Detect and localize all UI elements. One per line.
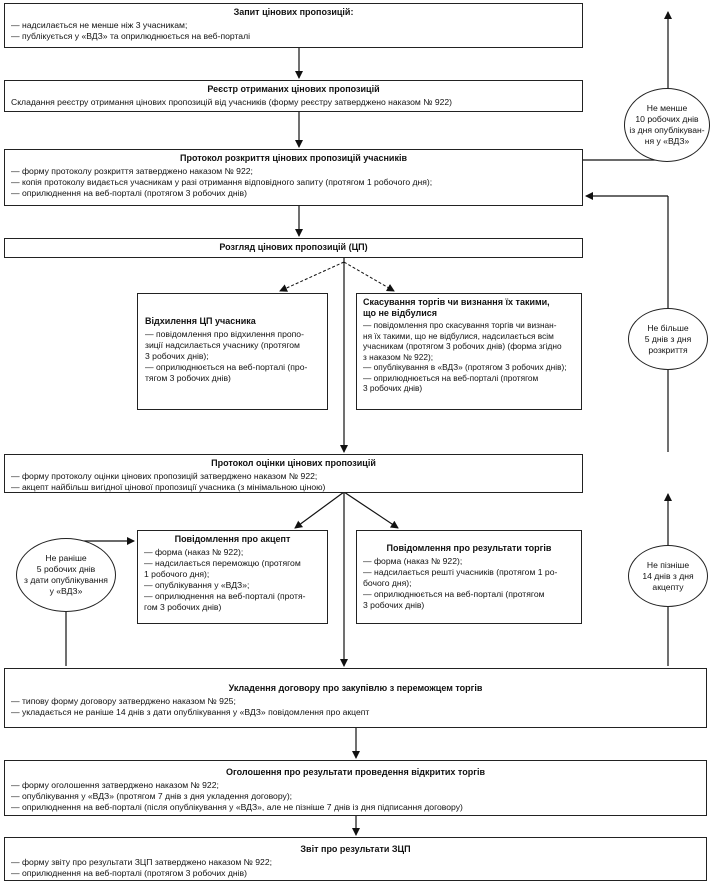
not-earlier-5-days-circle: Не раніше 5 робочих днів з дати опубліку… bbox=[16, 538, 116, 612]
request-line-2: — публікується у «ВДЗ» та оприлюднюється… bbox=[11, 31, 251, 41]
cancellation-title-1: Скасування торгів чи визнання їх такими, bbox=[363, 297, 550, 307]
results-line-4: — оприлюднюється на веб-порталі (протяго… bbox=[363, 589, 545, 599]
acceptance-line-1: — форма (наказ № 922); bbox=[144, 547, 244, 557]
request-line-1: — надсилається не менше ніж 3 учасникам; bbox=[11, 20, 188, 30]
report-line-1: — форму звіту про результати ЗЦП затверд… bbox=[11, 857, 273, 867]
review-title: Розгляд цінових пропозицій (ЦП) bbox=[219, 242, 368, 252]
register-title: Реєстр отриманих цінових пропозицій bbox=[207, 84, 380, 94]
report-box: Звіт про результати ЗЦП — форму звіту пр… bbox=[4, 837, 707, 881]
cancellation-line-6: — оприлюднюється на веб-порталі (протяго… bbox=[363, 372, 539, 383]
evaluation-title: Протокол оцінки цінових пропозицій bbox=[211, 458, 376, 468]
rejection-line-3: 3 робочих днів); bbox=[145, 351, 209, 361]
contract-box: Укладення договору про закупівлю з перем… bbox=[4, 668, 707, 728]
evaluation-protocol-box: Протокол оцінки цінових пропозицій — фор… bbox=[4, 454, 583, 493]
announcement-title: Оголошення про результати проведення від… bbox=[225, 767, 485, 777]
circle2-line-1: Не більше bbox=[647, 322, 689, 333]
acceptance-line-4: — опублікування у «ВДЗ»; bbox=[144, 580, 250, 590]
results-line-1: — форма (наказ № 922); bbox=[363, 556, 463, 566]
announcement-line-1: — форму оголошення затверджено наказом №… bbox=[11, 780, 219, 790]
evaluation-line-2: — акцепт найбільш вигідної цінової пропо… bbox=[11, 482, 326, 492]
circle2-line-3: розкриття bbox=[648, 344, 688, 355]
announcement-line-2: — опублікування у «ВДЗ» (протягом 7 днів… bbox=[11, 791, 293, 801]
contract-line-1: — типову форму договору затверджено нака… bbox=[11, 696, 236, 706]
circle3-line-4: у «ВДЗ» bbox=[49, 586, 83, 596]
cancellation-line-7: 3 робочих днів) bbox=[363, 383, 423, 393]
not-later-14-days-circle: Не пізніше 14 днів з дня акцепту bbox=[628, 545, 708, 607]
contract-line-2: — укладається не раніше 14 днів з дати о… bbox=[11, 707, 370, 717]
register-line-1: Складання реєстру отримання цінових проп… bbox=[11, 97, 453, 107]
request-title: Запит цінових пропозицій: bbox=[233, 7, 354, 17]
opening-protocol-box: Протокол розкриття цінових пропозицій уч… bbox=[4, 149, 583, 206]
results-line-5: 3 робочих днів) bbox=[363, 600, 425, 610]
cancellation-title-2: що не відбулися bbox=[363, 307, 437, 318]
results-line-2: — надсилається решті учасників (протягом… bbox=[363, 567, 558, 577]
rejection-line-5: тягом 3 робочих днів) bbox=[145, 373, 231, 383]
cancellation-line-5: — опублікування в «ВДЗ» (протягом 3 робо… bbox=[363, 362, 567, 372]
arrow-evaluation-to-results bbox=[343, 491, 399, 529]
acceptance-line-6: гом 3 робочих днів) bbox=[144, 602, 222, 612]
max-5-days-circle: Не більше 5 днів з дня розкриття bbox=[628, 308, 708, 370]
cancellation-line-4: з наказом № 922); bbox=[363, 351, 434, 362]
evaluation-line-1: — форму протоколу оцінки цінових пропози… bbox=[11, 471, 318, 481]
circle1-line-1: Не менше bbox=[646, 103, 688, 113]
cancellation-line-3: учасникам (протягом 3 робочих днів) (фор… bbox=[363, 341, 562, 351]
acceptance-line-5: — оприлюднення на веб-порталі (протя- bbox=[144, 591, 306, 601]
circle4-line-3: акцепту bbox=[652, 581, 684, 592]
acceptance-line-3: 1 робочого дня); bbox=[144, 569, 210, 579]
review-box: Розгляд цінових пропозицій (ЦП) bbox=[4, 238, 583, 258]
rejection-title: Відхилення ЦП учасника bbox=[145, 316, 256, 326]
register-box: Реєстр отриманих цінових пропозицій Скла… bbox=[4, 80, 583, 112]
rejection-line-2: зиції надсилається учаснику (протягом bbox=[145, 340, 300, 350]
opening-title: Протокол розкриття цінових пропозицій уч… bbox=[180, 153, 407, 163]
announcement-box: Оголошення про результати проведення від… bbox=[4, 760, 707, 816]
report-title: Звіт про результати ЗЦП bbox=[300, 844, 411, 854]
opening-line-3: — оприлюднення на веб-порталі (протягом … bbox=[11, 188, 247, 198]
contract-title: Укладення договору про закупівлю з перем… bbox=[228, 683, 483, 693]
arrow-evaluation-to-accept bbox=[294, 491, 345, 529]
circle2-line-2: 5 днів з дня bbox=[644, 333, 692, 344]
report-line-2: — оприлюднення на веб-порталі (протягом … bbox=[11, 868, 247, 878]
results-notice-box: Повідомлення про результати торгів — фор… bbox=[356, 530, 582, 624]
acceptance-line-2: — надсилається переможцю (протягом bbox=[144, 558, 301, 568]
circle4-line-2: 14 днів з дня bbox=[642, 570, 694, 581]
rejection-line-4: — оприлюднюється на веб-порталі (про- bbox=[145, 362, 308, 372]
results-title: Повідомлення про результати торгів bbox=[386, 543, 552, 553]
results-line-3: бочого дня); bbox=[363, 578, 412, 588]
request-for-quotations-box: Запит цінових пропозицій: — надсилається… bbox=[4, 3, 583, 48]
circle1-line-4: ня у «ВДЗ» bbox=[644, 136, 690, 146]
min-10-days-circle: Не менше 10 робочих днів із дня опубліку… bbox=[624, 88, 710, 162]
acceptance-title: Повідомлення про акцепт bbox=[174, 534, 291, 544]
circle1-line-3: із дня опублікуван- bbox=[629, 125, 705, 135]
dashed-arrow-to-cancellation bbox=[343, 261, 395, 292]
cancellation-line-2: ня їх такими, що не відбулися, надсилаєт… bbox=[363, 330, 554, 341]
opening-line-1: — форму протоколу розкриття затверджено … bbox=[11, 166, 253, 176]
dashed-arrow-to-rejection bbox=[279, 261, 345, 292]
acceptance-notice-box: Повідомлення про акцепт — форма (наказ №… bbox=[137, 530, 328, 624]
circle4-line-1: Не пізніше bbox=[646, 559, 690, 570]
circle3-line-1: Не раніше bbox=[45, 553, 87, 563]
cancellation-box: Скасування торгів чи визнання їх такими,… bbox=[356, 293, 582, 410]
rejection-line-1: — повідомлення про відхилення пропо- bbox=[145, 329, 304, 339]
circle1-line-2: 10 робочих днів bbox=[635, 114, 699, 124]
circle3-line-3: з дати опублікування bbox=[24, 575, 108, 585]
circle3-line-2: 5 робочих днів bbox=[36, 564, 96, 574]
announcement-line-3: — оприлюднення на веб-порталі (після опу… bbox=[11, 802, 463, 812]
rejection-box: Відхилення ЦП учасника — повідомлення пр… bbox=[137, 293, 328, 410]
cancellation-line-1: — повідомлення про скасування торгів чи … bbox=[363, 320, 557, 330]
opening-line-2: — копія протоколу видається учасникам у … bbox=[11, 177, 433, 187]
